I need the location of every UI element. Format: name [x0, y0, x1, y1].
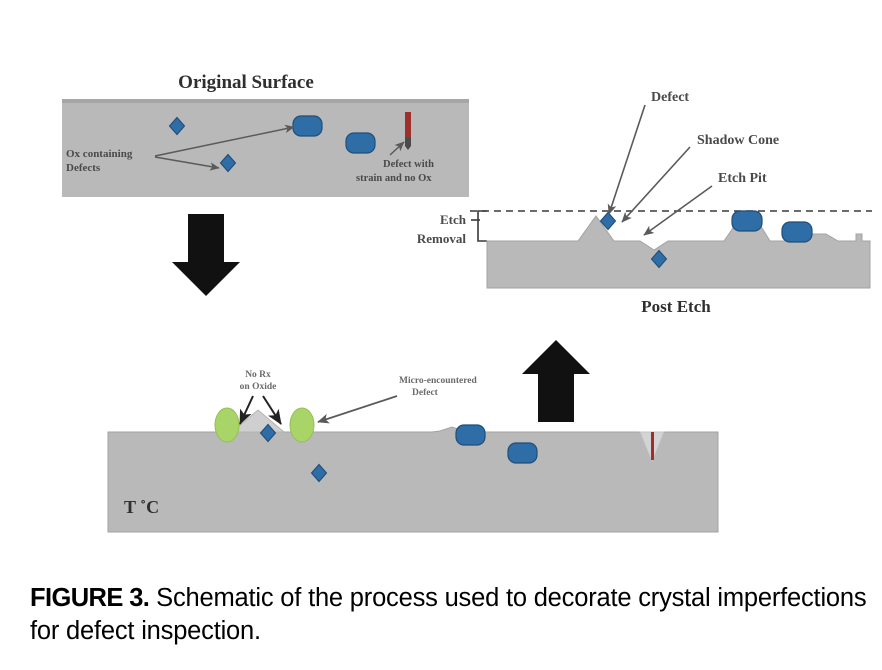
- process-arrow-down: [172, 214, 240, 296]
- decoration-substrate: [107, 423, 719, 533]
- panel-original-surface: Original Surface: [62, 72, 469, 197]
- defect-oxide-block: [292, 115, 323, 137]
- micro-masked-label-line1: Micro-encountered: [399, 376, 477, 386]
- strain-defect-label-line2: strain and no Ox: [356, 173, 432, 184]
- strain-defect-label-line1: Defect with: [383, 159, 434, 170]
- defect-oxide-block: [455, 424, 486, 446]
- panel-post-etch: Etch Removal Defect Shadow Cone: [417, 90, 872, 316]
- defect-strain-marker: [405, 112, 411, 150]
- micro-masked-label-line2: Defect: [412, 388, 439, 398]
- original-surface-title: Original Surface: [178, 72, 314, 93]
- shadow-cone-label: Shadow Cone: [697, 133, 779, 148]
- ox-defects-label-line2: Defects: [66, 162, 101, 174]
- defect-oxide-block: [781, 221, 813, 243]
- schematic-diagram: Original Surface: [62, 72, 872, 533]
- no-rx-label-line2: on Oxide: [240, 382, 277, 392]
- reaction-arrows: [239, 395, 282, 425]
- oxide-blob-right: [289, 407, 315, 443]
- defect-oxide-block: [731, 210, 763, 232]
- defect-diamond: [219, 153, 237, 173]
- etch-removal-label-line1: Etch: [440, 212, 467, 227]
- defect-diamond: [259, 423, 277, 443]
- micro-masked-leader-line: [317, 395, 398, 424]
- defect-label: Defect: [651, 90, 689, 105]
- temperature-label: T ˚C: [124, 497, 159, 517]
- no-rx-label-line1: No Rx: [245, 370, 271, 380]
- figure-caption: FIGURE 3. Schematic of the process used …: [30, 582, 875, 648]
- defect-oxide-block: [507, 442, 538, 464]
- etch-pit-label: Etch Pit: [718, 171, 767, 186]
- oxide-blob-left: [214, 407, 240, 443]
- panel-decoration: No Rx on Oxide Micro-encountered Defect …: [107, 370, 719, 533]
- defect-oxide-block: [345, 132, 376, 154]
- decoration-etch-pit: [230, 409, 286, 433]
- strain-notch: [639, 431, 665, 464]
- defect-diamond: [310, 463, 328, 483]
- etch-removal-bracket: [471, 210, 487, 242]
- ox-defects-label-line1: Ox containing: [66, 148, 133, 160]
- ox-defect-leader-lines: [154, 124, 295, 171]
- defect-diamond: [168, 116, 186, 136]
- post-etch-title: Post Etch: [641, 297, 711, 316]
- strain-defect-leader-line: [389, 141, 405, 156]
- post-etch-substrate: [486, 215, 871, 289]
- defect-diamond: [650, 249, 668, 269]
- figure-caption-text: Schematic of the process used to decorat…: [30, 584, 867, 646]
- figure-caption-label: FIGURE 3.: [30, 584, 150, 612]
- original-substrate-top-edge: [62, 99, 469, 103]
- defect-diamond: [599, 211, 617, 231]
- etch-removal-label-line2: Removal: [417, 231, 466, 246]
- process-arrow-up: [522, 340, 590, 422]
- post-etch-leader-lines: [607, 104, 713, 236]
